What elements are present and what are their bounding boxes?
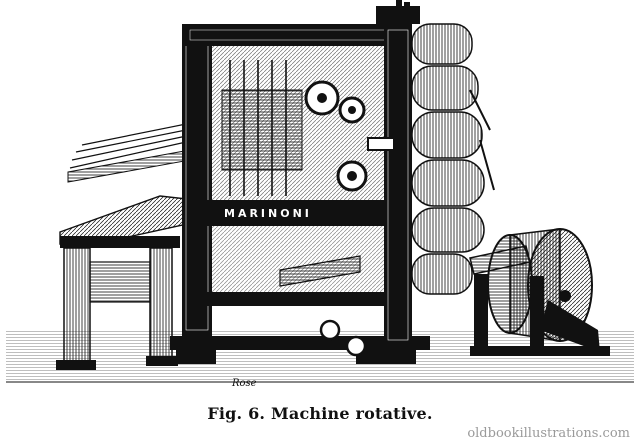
machine-nameplate: MARINONI xyxy=(224,207,312,220)
rotary-press-engraving: MARINONI Rose xyxy=(6,0,634,389)
roll-stand xyxy=(469,245,610,356)
paper-feed-sheets xyxy=(67,121,197,183)
source-watermark: oldbookillustrations.com xyxy=(467,426,630,441)
engraver-signature: Rose xyxy=(231,378,257,389)
lower-mechanism xyxy=(212,226,384,357)
figure-caption: Fig. 6. Machine rotative. xyxy=(207,404,433,423)
interior-mechanism xyxy=(212,46,395,200)
main-frame xyxy=(170,20,430,364)
printing-cylinders xyxy=(376,0,495,295)
delivery-table xyxy=(56,195,197,370)
